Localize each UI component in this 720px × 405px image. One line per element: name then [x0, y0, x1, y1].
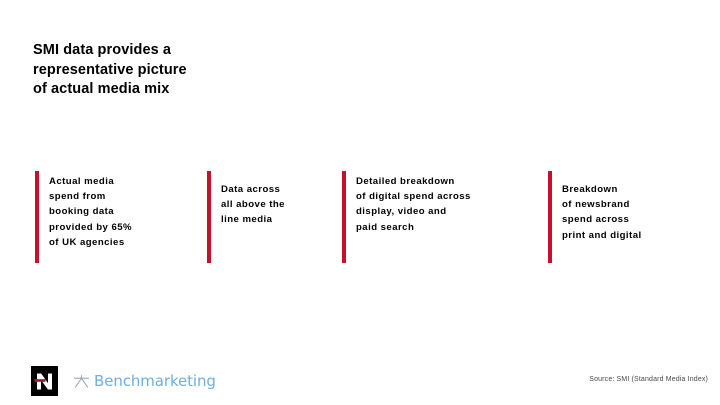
benchmarketing-logo: Benchmarketing — [73, 371, 216, 390]
slide-footer: Benchmarketing Source: SMI (Standard Med… — [0, 345, 720, 405]
accent-bar-icon — [342, 171, 346, 263]
accent-bar-icon — [35, 171, 39, 263]
source-note: Source: SMI (Standard Media Index) — [589, 376, 708, 383]
highlight-column-newsbrand-breakdown: Breakdown of newsbrand spend across prin… — [548, 171, 713, 263]
highlight-column-digital-breakdown: Detailed breakdown of digital spend acro… — [342, 171, 542, 263]
highlight-column-data-across-atl: Data across all above the line media — [207, 171, 335, 263]
highlight-columns: Actual media spend from booking data pro… — [0, 171, 720, 266]
highlight-column-text: Data across all above the line media — [221, 184, 285, 226]
page-title: SMI data provides a representative pictu… — [33, 42, 187, 97]
highlight-column-text: Detailed breakdown of digital spend acro… — [356, 176, 471, 233]
accent-bar-icon — [548, 171, 552, 263]
logo-group: Benchmarketing — [31, 366, 216, 396]
highlight-column-text: Breakdown of newsbrand spend across prin… — [562, 184, 642, 241]
benchmarketing-wordmark: Benchmarketing — [94, 371, 216, 390]
benchmarketing-arch-icon — [73, 374, 90, 389]
highlight-column-actual-media-spend: Actual media spend from booking data pro… — [35, 171, 200, 263]
newsworks-logo-icon — [31, 366, 58, 396]
accent-bar-icon — [207, 171, 211, 263]
highlight-column-text: Actual media spend from booking data pro… — [49, 176, 132, 248]
